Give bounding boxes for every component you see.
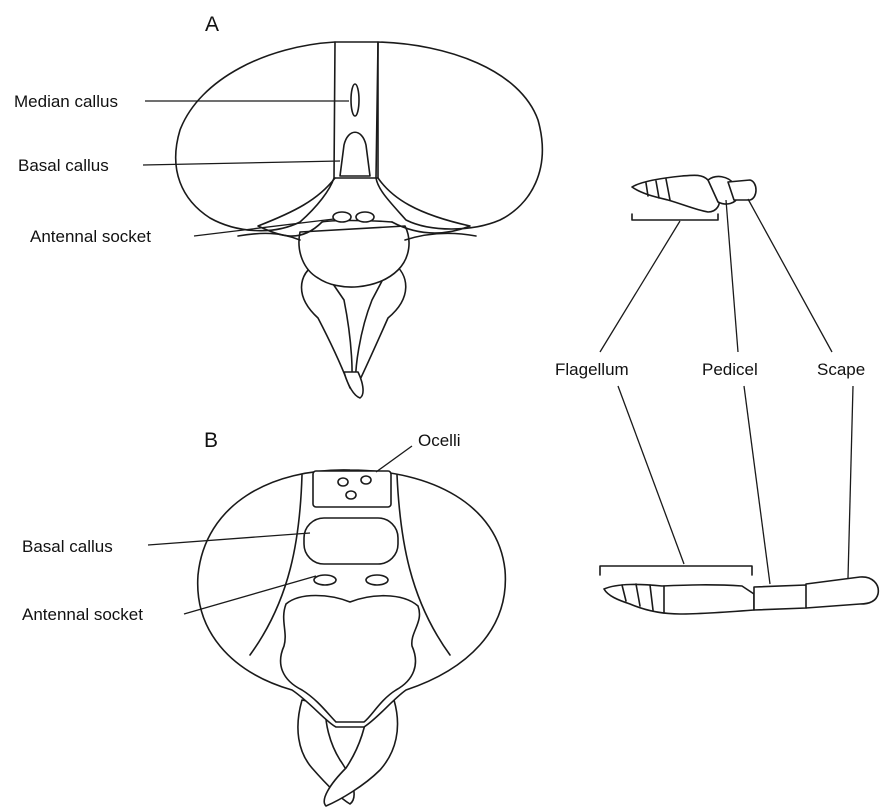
head-b-ocellus-bottom: [346, 491, 356, 499]
lead-large-scape: [848, 386, 853, 578]
head-a-left-eye: [176, 42, 335, 231]
label-pedicel: Pedicel: [702, 360, 758, 379]
lead-small-flagellum: [600, 221, 680, 352]
head-b-ocellus-left: [338, 478, 348, 486]
label-flagellum: Flagellum: [555, 360, 629, 379]
label-a-median-callus: Median callus: [14, 92, 118, 111]
lead-small-scape: [748, 199, 832, 352]
antenna-large-pedicel: [754, 585, 808, 610]
head-a-drawing: [176, 42, 543, 398]
antenna-small-flagellum: [632, 175, 719, 212]
panel-a-letter: A: [205, 13, 219, 36]
antenna-large-bracket: [600, 566, 752, 575]
label-b-basal-callus: Basal callus: [22, 537, 113, 556]
antenna-large-drawing: [600, 566, 878, 614]
head-b-ocellus-right: [361, 476, 371, 484]
head-a-median-callus: [351, 84, 359, 116]
label-scape: Scape: [817, 360, 865, 379]
antenna-large-scape: [806, 577, 878, 608]
antenna-small-scape: [728, 180, 756, 200]
lead-large-pedicel: [744, 386, 770, 584]
label-b-ocelli: Ocelli: [418, 431, 461, 450]
head-a-basal-callus: [340, 132, 370, 176]
antenna-large-flagellum: [604, 584, 754, 614]
lead-large-flagellum: [618, 386, 684, 564]
panel-b-letter: B: [204, 429, 218, 452]
lead-small-pedicel: [726, 200, 738, 352]
head-b-basal-callus: [304, 518, 398, 564]
head-b-drawing: [198, 470, 506, 806]
lead-b-ocelli: [376, 446, 412, 472]
label-b-antennal-socket: Antennal socket: [22, 605, 143, 624]
head-a-left-socket: [333, 212, 351, 222]
head-a-right-socket: [356, 212, 374, 222]
label-a-antennal-socket: Antennal socket: [30, 227, 151, 246]
antenna-small-bracket: [632, 214, 718, 220]
head-b-ocellar-tubercle: [313, 471, 391, 507]
head-b-right-socket: [366, 575, 388, 585]
label-a-basal-callus: Basal callus: [18, 156, 109, 175]
head-a-proboscis-tip: [344, 372, 363, 398]
antenna-small-drawing: [632, 175, 756, 220]
head-b-left-socket: [314, 575, 336, 585]
